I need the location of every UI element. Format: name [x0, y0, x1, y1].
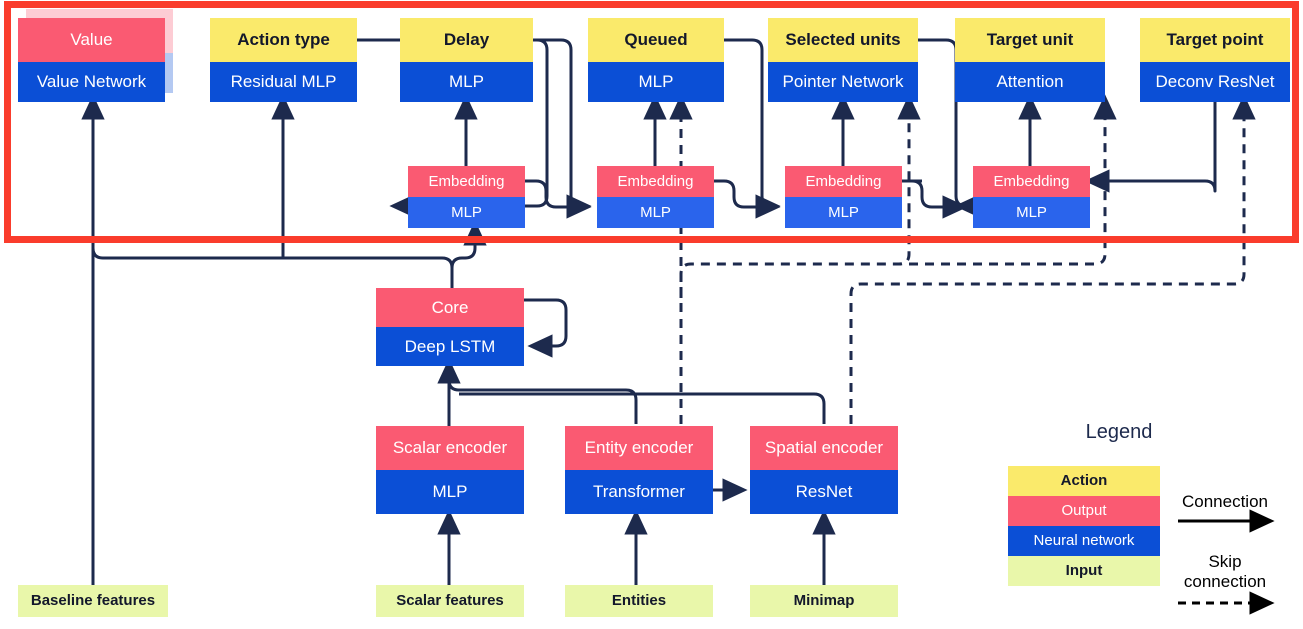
entity-encoder-network-label: Transformer [565, 470, 713, 514]
spatial-encoder-block[interactable]: Spatial encoder ResNet [750, 426, 898, 514]
spatial-encoder-output-label: Spatial encoder [750, 426, 898, 470]
spatial-encoder-network-label: ResNet [750, 470, 898, 514]
entity-encoder-block[interactable]: Entity encoder Transformer [565, 426, 713, 514]
scalar-encoder-block[interactable]: Scalar encoder MLP [376, 426, 524, 514]
input-scalar-features[interactable]: Scalar features [376, 585, 524, 617]
core-network-label: Deep LSTM [376, 327, 524, 366]
head-action-type-network-label: Residual MLP [210, 62, 357, 102]
head-selected-units-network-label: Pointer Network [768, 62, 918, 102]
input-minimap[interactable]: Minimap [750, 585, 898, 617]
head-action-type-label: Action type [210, 18, 357, 62]
head-delay-label: Delay [400, 18, 533, 62]
embedding-block-1[interactable]: Embedding MLP [408, 166, 525, 228]
embedding-1-network-label: MLP [408, 197, 525, 228]
head-delay[interactable]: Delay MLP [400, 18, 533, 102]
core-output-label: Core [376, 288, 524, 327]
scalar-encoder-output-label: Scalar encoder [376, 426, 524, 470]
head-target-point[interactable]: Target point Deconv ResNet [1140, 18, 1290, 102]
embedding-3-output-label: Embedding [785, 166, 902, 197]
head-queued-network-label: MLP [588, 62, 724, 102]
embedding-3-network-label: MLP [785, 197, 902, 228]
legend-swatch-input: Input [1008, 556, 1160, 586]
embedding-4-network-label: MLP [973, 197, 1090, 228]
head-action-type[interactable]: Action type Residual MLP [210, 18, 357, 102]
head-target-unit-label: Target unit [955, 18, 1105, 62]
legend-skip-label-line2: connection [1183, 572, 1267, 591]
legend-connection-label: Connection [1181, 492, 1268, 511]
embedding-block-2[interactable]: Embedding MLP [597, 166, 714, 228]
head-target-point-network-label: Deconv ResNet [1140, 62, 1290, 102]
legend-swatch-neural-network: Neural network [1008, 526, 1160, 556]
head-selected-units-label: Selected units [768, 18, 918, 62]
embedding-1-output-label: Embedding [408, 166, 525, 197]
head-value-output-label: Value [18, 18, 165, 62]
head-target-unit[interactable]: Target unit Attention [955, 18, 1105, 102]
legend-swatch-output: Output [1008, 496, 1160, 526]
embedding-2-network-label: MLP [597, 197, 714, 228]
input-entities[interactable]: Entities [565, 585, 713, 617]
input-baseline-features[interactable]: Baseline features [18, 585, 168, 617]
embedding-4-output-label: Embedding [973, 166, 1090, 197]
head-queued-label: Queued [588, 18, 724, 62]
legend-swatch-stack: Action Output Neural network Input [1008, 466, 1160, 586]
embedding-block-3[interactable]: Embedding MLP [785, 166, 902, 228]
scalar-encoder-network-label: MLP [376, 470, 524, 514]
head-value[interactable]: Value Value Network [18, 18, 165, 102]
head-target-unit-network-label: Attention [955, 62, 1105, 102]
head-delay-network-label: MLP [400, 62, 533, 102]
entity-encoder-output-label: Entity encoder [565, 426, 713, 470]
input-baseline-features-label: Baseline features [18, 585, 168, 617]
input-entities-label: Entities [565, 585, 713, 617]
head-queued[interactable]: Queued MLP [588, 18, 724, 102]
head-selected-units[interactable]: Selected units Pointer Network [768, 18, 918, 102]
input-minimap-label: Minimap [750, 585, 898, 617]
input-scalar-features-label: Scalar features [376, 585, 524, 617]
legend-skip-label-line1: Skip [1208, 552, 1242, 571]
legend-title: Legend [1085, 421, 1153, 443]
head-target-point-label: Target point [1140, 18, 1290, 62]
head-value-network-label: Value Network [18, 62, 165, 102]
embedding-2-output-label: Embedding [597, 166, 714, 197]
core-block[interactable]: Core Deep LSTM [376, 288, 524, 366]
legend-swatch-action: Action [1008, 466, 1160, 496]
embedding-block-4[interactable]: Embedding MLP [973, 166, 1090, 228]
